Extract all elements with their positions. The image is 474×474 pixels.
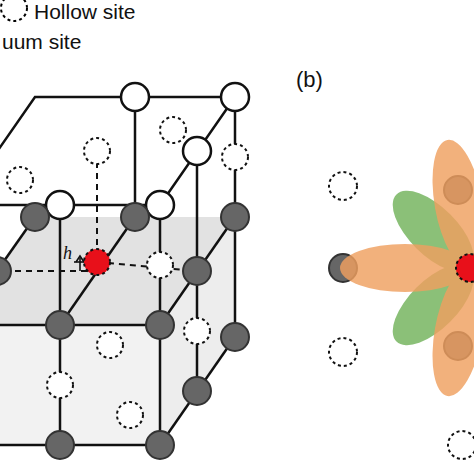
orange-lobes [340,136,474,400]
legend-text: uum site [2,30,81,53]
legend-text: Hollow site [34,0,136,23]
panel-label: (b) [296,68,323,92]
adatom [84,249,110,275]
shaded-front [0,325,160,445]
adatom-b [456,254,474,282]
top-atoms [46,83,249,219]
hollow-sites [7,117,248,428]
cube-edges [0,97,235,445]
height-label: h [63,244,72,264]
substrate-atoms [0,203,249,459]
hollow-site-swatch [1,0,27,21]
